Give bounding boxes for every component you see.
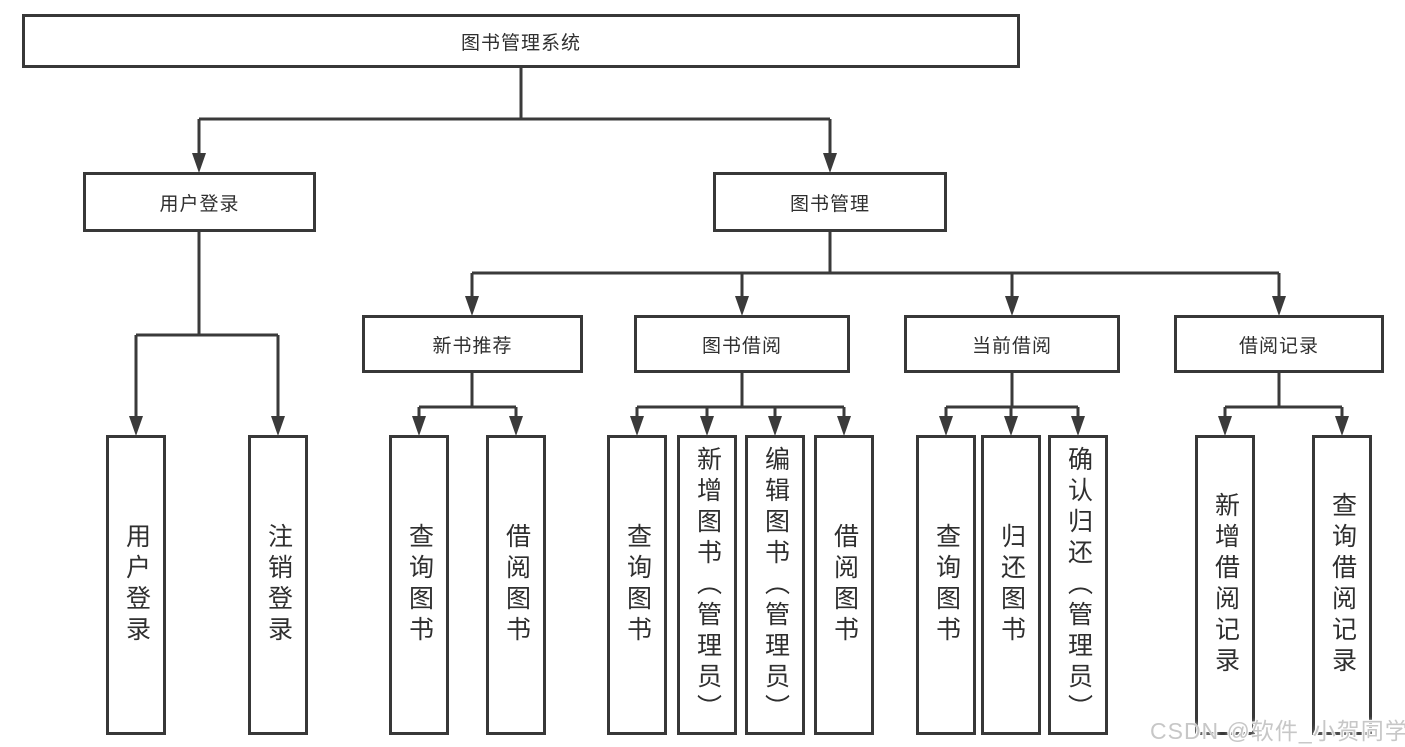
leaf-user-login: 用户登录 — [106, 435, 166, 735]
leaf-borrow-books-recommend-label: 借阅图书 — [502, 523, 531, 647]
arrowhead — [1272, 296, 1286, 316]
connector-book-borrow — [635, 373, 846, 417]
arrowhead — [939, 416, 953, 436]
leaf-borrow-books-label: 借阅图书 — [830, 523, 859, 647]
leaf-add-borrow-record-label: 新增借阅记录 — [1211, 492, 1240, 678]
arrowhead — [465, 296, 479, 316]
node-book-borrow: 图书借阅 — [634, 315, 850, 373]
connector-root — [197, 68, 832, 154]
leaf-borrow-books: 借阅图书 — [814, 435, 874, 735]
arrowhead — [509, 416, 523, 436]
arrowhead — [1071, 416, 1085, 436]
connector-book-management — [470, 232, 1281, 297]
leaf-confirm-return-admin-label: 确认归还（管理员） — [1064, 445, 1093, 725]
leaf-edit-book-admin: 编辑图书（管理员） — [745, 435, 805, 735]
node-borrow-records-label: 借阅记录 — [1238, 335, 1319, 357]
leaf-query-books-current: 查询图书 — [916, 435, 976, 735]
arrowhead — [823, 153, 837, 173]
arrowhead — [735, 296, 749, 316]
node-book-borrow-label: 图书借阅 — [701, 335, 782, 357]
connector-borrow-records — [1223, 373, 1344, 417]
arrowhead — [412, 416, 426, 436]
watermark: CSDN @软件_小贺同学 — [1150, 718, 1405, 744]
node-user-login: 用户登录 — [83, 172, 316, 232]
node-book-management-label: 图书管理 — [789, 193, 870, 215]
leaf-return-books-label: 归还图书 — [997, 523, 1026, 647]
arrowhead — [1335, 416, 1349, 436]
connector-new-book — [417, 373, 518, 417]
node-current-borrow-label: 当前借阅 — [971, 335, 1052, 357]
node-new-book-recommend: 新书推荐 — [362, 315, 583, 373]
arrowhead — [129, 416, 143, 436]
connector-current-borrow — [944, 373, 1080, 417]
leaf-user-login-label: 用户登录 — [122, 523, 151, 647]
leaf-return-books: 归还图书 — [981, 435, 1041, 735]
leaf-borrow-books-recommend: 借阅图书 — [486, 435, 546, 735]
node-user-login-label: 用户登录 — [159, 193, 240, 215]
node-book-management: 图书管理 — [713, 172, 947, 232]
leaf-query-books-borrow-label: 查询图书 — [623, 523, 652, 647]
node-root: 图书管理系统 — [22, 14, 1020, 68]
leaf-query-borrow-record-label: 查询借阅记录 — [1328, 492, 1357, 678]
arrowhead — [630, 416, 644, 436]
node-borrow-records: 借阅记录 — [1174, 315, 1384, 373]
leaf-logout-label: 注销登录 — [264, 523, 293, 647]
leaf-confirm-return-admin: 确认归还（管理员） — [1048, 435, 1108, 735]
leaf-add-book-admin-label: 新增图书（管理员） — [693, 445, 722, 725]
arrowhead — [1004, 416, 1018, 436]
node-root-label: 图书管理系统 — [460, 32, 581, 54]
arrowhead — [837, 416, 851, 436]
leaf-add-book-admin: 新增图书（管理员） — [677, 435, 737, 735]
leaf-query-books-current-label: 查询图书 — [932, 523, 961, 647]
arrowhead — [1218, 416, 1232, 436]
leaf-edit-book-admin-label: 编辑图书（管理员） — [761, 445, 790, 725]
arrowhead — [192, 153, 206, 173]
arrowhead — [271, 416, 285, 436]
leaf-query-books-borrow: 查询图书 — [607, 435, 667, 735]
connector-user-login — [134, 232, 280, 417]
arrowhead — [700, 416, 714, 436]
node-new-book-recommend-label: 新书推荐 — [432, 335, 513, 357]
arrowhead — [1005, 296, 1019, 316]
leaf-logout: 注销登录 — [248, 435, 308, 735]
leaf-query-books-recommend: 查询图书 — [389, 435, 449, 735]
leaf-query-books-recommend-label: 查询图书 — [405, 523, 434, 647]
node-current-borrow: 当前借阅 — [904, 315, 1120, 373]
leaf-add-borrow-record: 新增借阅记录 — [1195, 435, 1255, 735]
leaf-query-borrow-record: 查询借阅记录 — [1312, 435, 1372, 735]
arrowhead — [768, 416, 782, 436]
